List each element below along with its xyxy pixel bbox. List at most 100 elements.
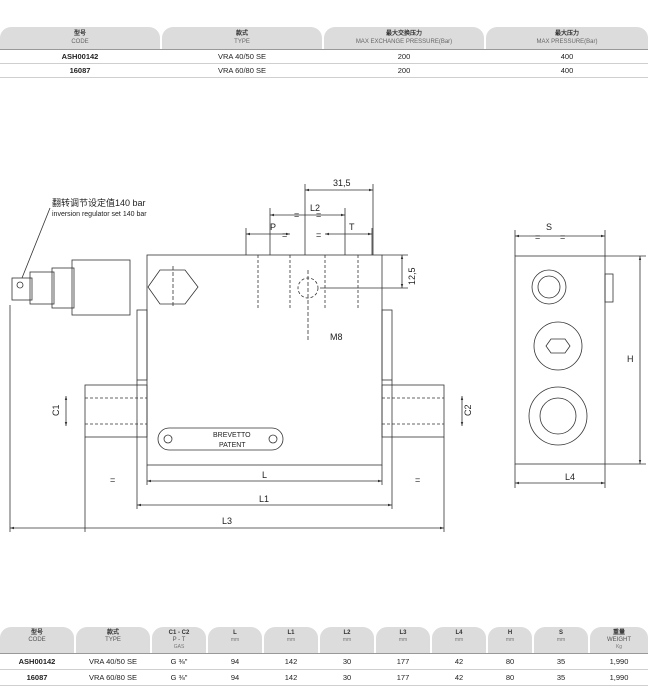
eq-mark: = [560, 232, 565, 242]
header-unit: mm [230, 637, 240, 643]
cell-l: 94 [230, 673, 240, 682]
header-cn: S [558, 630, 563, 636]
header-unit: mm [286, 637, 296, 643]
header-l1: L1 mm [264, 627, 318, 653]
header-type-en: TYPE [234, 39, 250, 45]
valve-body-front [146, 254, 383, 466]
patent-text-line2: PATENT [219, 442, 246, 449]
cell-type: VRA 60/80 SE [89, 673, 137, 682]
regulator-nut [51, 267, 75, 309]
bottom-table-header: 型号 CODE 款式 TYPE C1 - C2 P - T GAS L mm L… [0, 627, 648, 653]
header-type: 款式 TYPE [162, 27, 322, 49]
header-s: S mm [534, 627, 588, 653]
cell-l3: 177 [396, 657, 410, 666]
dim-31-5: 31,5 [333, 178, 351, 188]
header-max-pressure-en: MAX PRESSURE(Bar) [536, 39, 598, 45]
side-port-middle [533, 321, 583, 371]
header-cn: L3 [399, 630, 407, 636]
header-cn: L4 [455, 630, 463, 636]
header-cn: 型号 [30, 630, 43, 636]
dim-l: L [262, 470, 267, 480]
patent-plate [157, 427, 284, 451]
header-unit: mm [342, 637, 352, 643]
cell-l3: 177 [396, 673, 410, 682]
side-boss [604, 273, 614, 303]
cell-s: 35 [556, 673, 566, 682]
hex-plug [147, 269, 199, 305]
regulator-screw [29, 271, 55, 305]
patent-text-line1: BREVETTO [213, 432, 251, 439]
header-gas: C1 - C2 P - T GAS [152, 627, 206, 653]
cell-s: 35 [556, 657, 566, 666]
header-exchange-pressure-en: MAX EXCHANGE PRESSURE(Bar) [355, 39, 453, 45]
dim-c2: C2 [463, 404, 473, 416]
dim-h: H [627, 354, 634, 364]
dim-l1: L1 [259, 494, 269, 504]
header-cn: 款式 [106, 630, 119, 636]
header-l4: L4 mm [432, 627, 486, 653]
cell-code: 16087 [69, 66, 91, 75]
technical-drawing: 翻转调节设定值140 bar inversion regulator set 1… [9, 178, 646, 532]
cell-exchange-pressure: 200 [397, 66, 411, 75]
header-cn: L2 [343, 630, 351, 636]
dim-m8: M8 [330, 332, 343, 342]
header-code: 型号 CODE [0, 627, 74, 653]
dim-12-5: 12,5 [407, 267, 417, 285]
cell-l4: 42 [454, 657, 464, 666]
header-l3: L3 mm [376, 627, 430, 653]
header-type: 款式 TYPE [76, 627, 150, 653]
callout-en: inversion regulator set 140 bar [52, 211, 147, 218]
dim-l3: L3 [222, 516, 232, 526]
regulator-tip [11, 277, 33, 301]
cell-gas: G ⅜" [170, 673, 188, 682]
header-exchange-pressure-cn: 最大交换压力 [385, 31, 422, 37]
eq-mark: = [110, 475, 115, 485]
header-weight: 重量 WEIGHT Kg [590, 627, 648, 653]
header-cn: L [233, 630, 237, 636]
side-boss-right [381, 309, 393, 381]
header-sub: WEIGHT [607, 637, 631, 643]
eq-mark: = [415, 475, 420, 485]
cell-type: VRA 40/50 SE [218, 52, 266, 61]
top-table-header: 型号 CODE 款式 TYPE 最大交换压力 MAX EXCHANGE PRES… [0, 27, 648, 49]
header-unit: mm [398, 637, 408, 643]
header-unit: GAS [173, 644, 185, 650]
cell-l2: 30 [342, 657, 352, 666]
header-unit: mm [505, 637, 515, 643]
header-code: 型号 CODE [0, 27, 160, 49]
header-cn: H [507, 630, 513, 636]
top-spec-table: 型号 CODE 款式 TYPE 最大交换压力 MAX EXCHANGE PRES… [0, 27, 648, 78]
cell-weight: 1,990 [609, 657, 629, 666]
side-boss-left [136, 309, 148, 381]
eq-mark: = [294, 210, 299, 220]
cell-l: 94 [230, 657, 240, 666]
table-row: 16087 VRA 60/80 SE G ⅜" 94 142 30 177 42… [0, 670, 648, 686]
eq-mark: = [316, 210, 321, 220]
header-h: H mm [488, 627, 532, 653]
cell-l1: 142 [284, 657, 298, 666]
cell-h: 80 [505, 673, 515, 682]
header-l2: L2 mm [320, 627, 374, 653]
header-max-pressure-cn: 最大压力 [554, 31, 579, 37]
header-cn: C1 - C2 [168, 630, 190, 636]
header-unit: mm [454, 637, 464, 643]
cell-gas: G ⅜" [170, 657, 188, 666]
header-type-cn: 款式 [235, 31, 248, 37]
cell-weight: 1,990 [609, 673, 629, 682]
dim-l4: L4 [565, 472, 575, 482]
regulator-body [71, 259, 131, 316]
port-c2-right [381, 384, 445, 438]
dim-s: S [546, 222, 552, 232]
callout-cn: 翻转调节设定值140 bar [52, 197, 146, 208]
header-sub: P - T [172, 637, 186, 643]
header-cn: L1 [287, 630, 295, 636]
side-port-bottom [528, 386, 588, 446]
header-l: L mm [208, 627, 262, 653]
header-cn: 重量 [612, 630, 625, 636]
dim-l2: L2 [310, 203, 320, 213]
cell-type: VRA 40/50 SE [89, 657, 137, 666]
header-sub: TYPE [105, 637, 121, 643]
header-code-cn: 型号 [73, 31, 86, 37]
cell-max-pressure: 400 [560, 52, 574, 61]
eq-mark: = [282, 230, 287, 240]
